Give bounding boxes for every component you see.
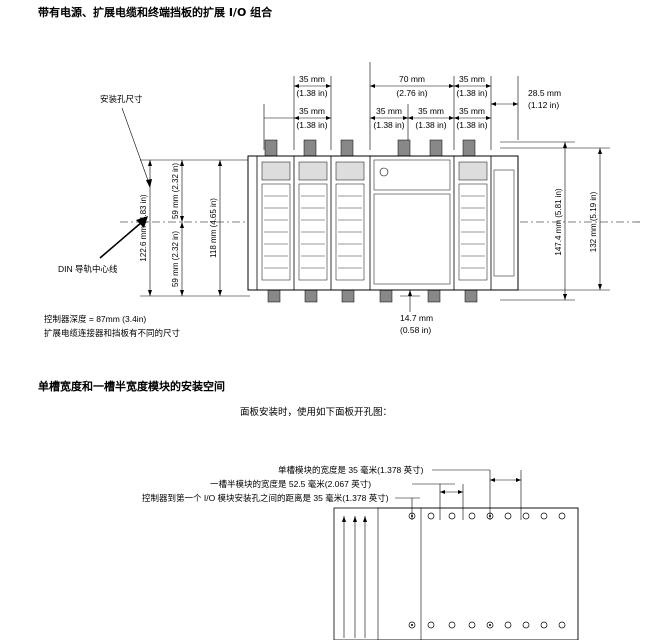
dim-mid-35d-in: (1.38 in) xyxy=(456,120,487,130)
mount-hole-size-label: 安装孔尺寸 xyxy=(100,94,143,104)
controller-depth-note: 控制器深度 = 87mm (3.4in) xyxy=(44,314,146,324)
dim-59a: 59 mm (2.32 in) xyxy=(171,163,180,219)
dim-mid-35a-mm: 35 mm xyxy=(299,106,325,116)
controller-distance-note: 控制器到第一个 I/O 模块安装孔之间的距离是 35 毫米(1.378 英寸) xyxy=(142,493,389,503)
panel-cutout-diagram: 单槽模块的宽度是 35 毫米(1.378 英寸) 一槽半模块的宽度是 52.5 … xyxy=(142,465,579,640)
dim-top-70-mm: 70 mm xyxy=(399,74,425,84)
section2-subtitle: 面板安装时，使用如下面板开孔图： xyxy=(240,407,393,418)
dim-118: 118 mm (4.65 in) xyxy=(209,198,218,258)
dim-mid-35a-in: (1.38 in) xyxy=(296,120,327,130)
dim-mid-35c-mm: 35 mm xyxy=(418,106,444,116)
dim-top-35a-in: (1.38 in) xyxy=(296,88,327,98)
din-rail-center-label: DIN 导轨中心线 xyxy=(58,264,118,274)
dim-top-35b-mm: 35 mm xyxy=(459,74,485,84)
dim-top-35b-in: (1.38 in) xyxy=(456,88,487,98)
dim-1226: 122.6 mm (4.83 in) xyxy=(139,194,148,261)
module-assembly xyxy=(247,139,519,303)
dim-285-in: (1.12 in) xyxy=(528,100,559,110)
dim-top-35a-mm: 35 mm xyxy=(299,74,325,84)
dim-mid-35d-mm: 35 mm xyxy=(459,106,485,116)
dim-mid-35c-in: (1.38 in) xyxy=(415,120,446,130)
dim-132: 132 mm (5.19 in) xyxy=(589,191,598,252)
dim-59b: 59 mm (2.32 in) xyxy=(171,231,180,287)
expansion-dimension-diagram: 35 mm (1.38 in) 70 mm (2.76 in) 35 mm (1… xyxy=(44,62,640,338)
single-slot-note: 单槽模块的宽度是 35 毫米(1.378 英寸) xyxy=(278,465,424,475)
dim-top-70-in: (2.76 in) xyxy=(396,88,427,98)
one-and-half-slot-note: 一槽半模块的宽度是 52.5 毫米(2.067 英寸) xyxy=(210,479,371,489)
dim-bottom-147-mm: 14.7 mm xyxy=(400,313,433,323)
dim-285-mm: 28.5 mm xyxy=(528,88,561,98)
dim-1474: 147.4 mm (5.81 in) xyxy=(554,188,563,255)
dim-mid-35b-mm: 35 mm xyxy=(376,106,402,116)
section1-title: 带有电源、扩展电缆和终端挡板的扩展 I/O 组合 xyxy=(38,6,273,19)
dim-bottom-147-in: (0.58 in) xyxy=(400,325,431,335)
section2-title: 单槽宽度和一槽半宽度模块的安装空间 xyxy=(38,380,225,393)
dim-mid-35b-in: (1.38 in) xyxy=(373,120,404,130)
cable-connector-note: 扩展电缆连接器和挡板有不同的尺寸 xyxy=(44,328,181,338)
